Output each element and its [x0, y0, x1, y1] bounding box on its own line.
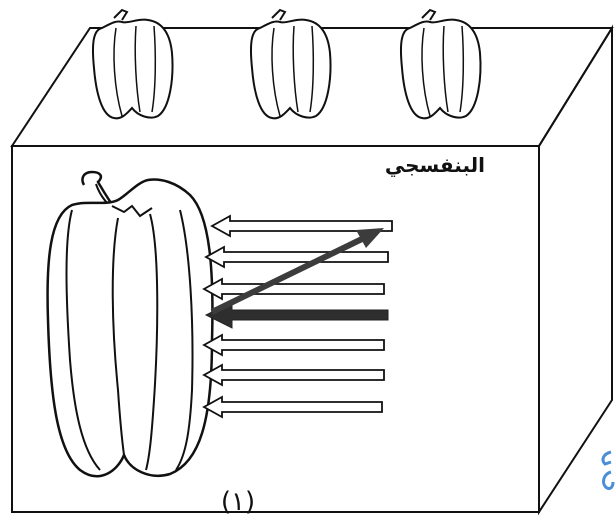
pepper-icon	[251, 10, 331, 118]
box-right-face	[539, 28, 612, 512]
absorbed-light-arrow	[206, 302, 388, 328]
light-arrow	[204, 335, 384, 355]
pepper-icon	[401, 10, 481, 118]
pepper-icon	[93, 10, 173, 118]
light-arrow	[204, 397, 382, 417]
edge-mark-icon	[599, 448, 615, 498]
reflected-light-arrow	[212, 228, 384, 312]
large-pepper-icon	[48, 172, 213, 476]
color-label: البنفسجي	[385, 153, 485, 178]
figure-number: (١)	[221, 487, 255, 517]
light-arrow	[206, 247, 388, 267]
light-arrow	[204, 279, 384, 299]
light-arrow	[204, 365, 384, 385]
